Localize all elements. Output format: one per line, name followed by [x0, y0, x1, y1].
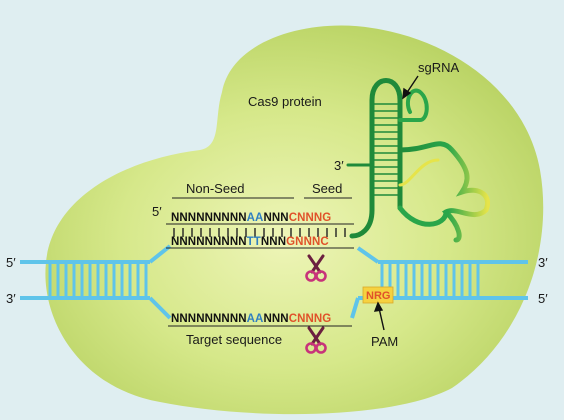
dna-right-duplex — [350, 246, 528, 319]
target-segment: CNNNG — [289, 313, 332, 325]
arrow-icon — [402, 75, 419, 100]
target-segment: NNN — [263, 313, 288, 325]
right-three-prime-label: 3′ — [538, 255, 548, 270]
complement-segment: NNNNNNNNN — [171, 236, 247, 248]
target-sequence: NNNNNNNNNAANNNCNNNG — [171, 313, 331, 325]
guide-sequence: NNNNNNNNNAANNNCNNNG — [171, 212, 331, 224]
non-seed-label: Non-Seed — [186, 181, 245, 196]
left-five-prime-label: 5′ — [6, 255, 16, 270]
protein-label: Cas9 protein — [248, 94, 322, 109]
scissors-icon — [305, 254, 327, 282]
arrow-icon — [373, 301, 385, 331]
sgrna-label: sgRNA — [418, 60, 460, 75]
target-segment: NNNNNNNNN — [171, 313, 247, 325]
guide-segment: CNNNG — [289, 212, 332, 224]
target-segment: AA — [247, 313, 264, 325]
seed-label: Seed — [312, 181, 342, 196]
complement-segment: TT — [247, 236, 261, 248]
sgrna-structure — [346, 78, 490, 243]
target-sequence-label: Target sequence — [186, 332, 282, 347]
scissors-icon — [305, 326, 327, 354]
complement-sequence: NNNNNNNNNTTNNNGNNNC — [171, 236, 329, 248]
left-three-prime-label: 3′ — [6, 291, 16, 306]
sgrna-three-prime-label: 3′ — [334, 158, 344, 173]
dna-left-duplex — [20, 244, 172, 320]
right-five-prime-label: 5′ — [538, 291, 548, 306]
complement-segment: NNN — [261, 236, 286, 248]
complement-segment: GNNNC — [286, 236, 329, 248]
base-pair-ticks — [173, 228, 346, 237]
pam-label: PAM — [371, 334, 398, 349]
guide-five-prime-label: 5′ — [152, 204, 162, 219]
pam-sequence: NRG — [366, 290, 390, 302]
guide-segment: NNNNNNNNN — [171, 212, 247, 224]
guide-segment: NNN — [263, 212, 288, 224]
guide-segment: AA — [247, 212, 264, 224]
